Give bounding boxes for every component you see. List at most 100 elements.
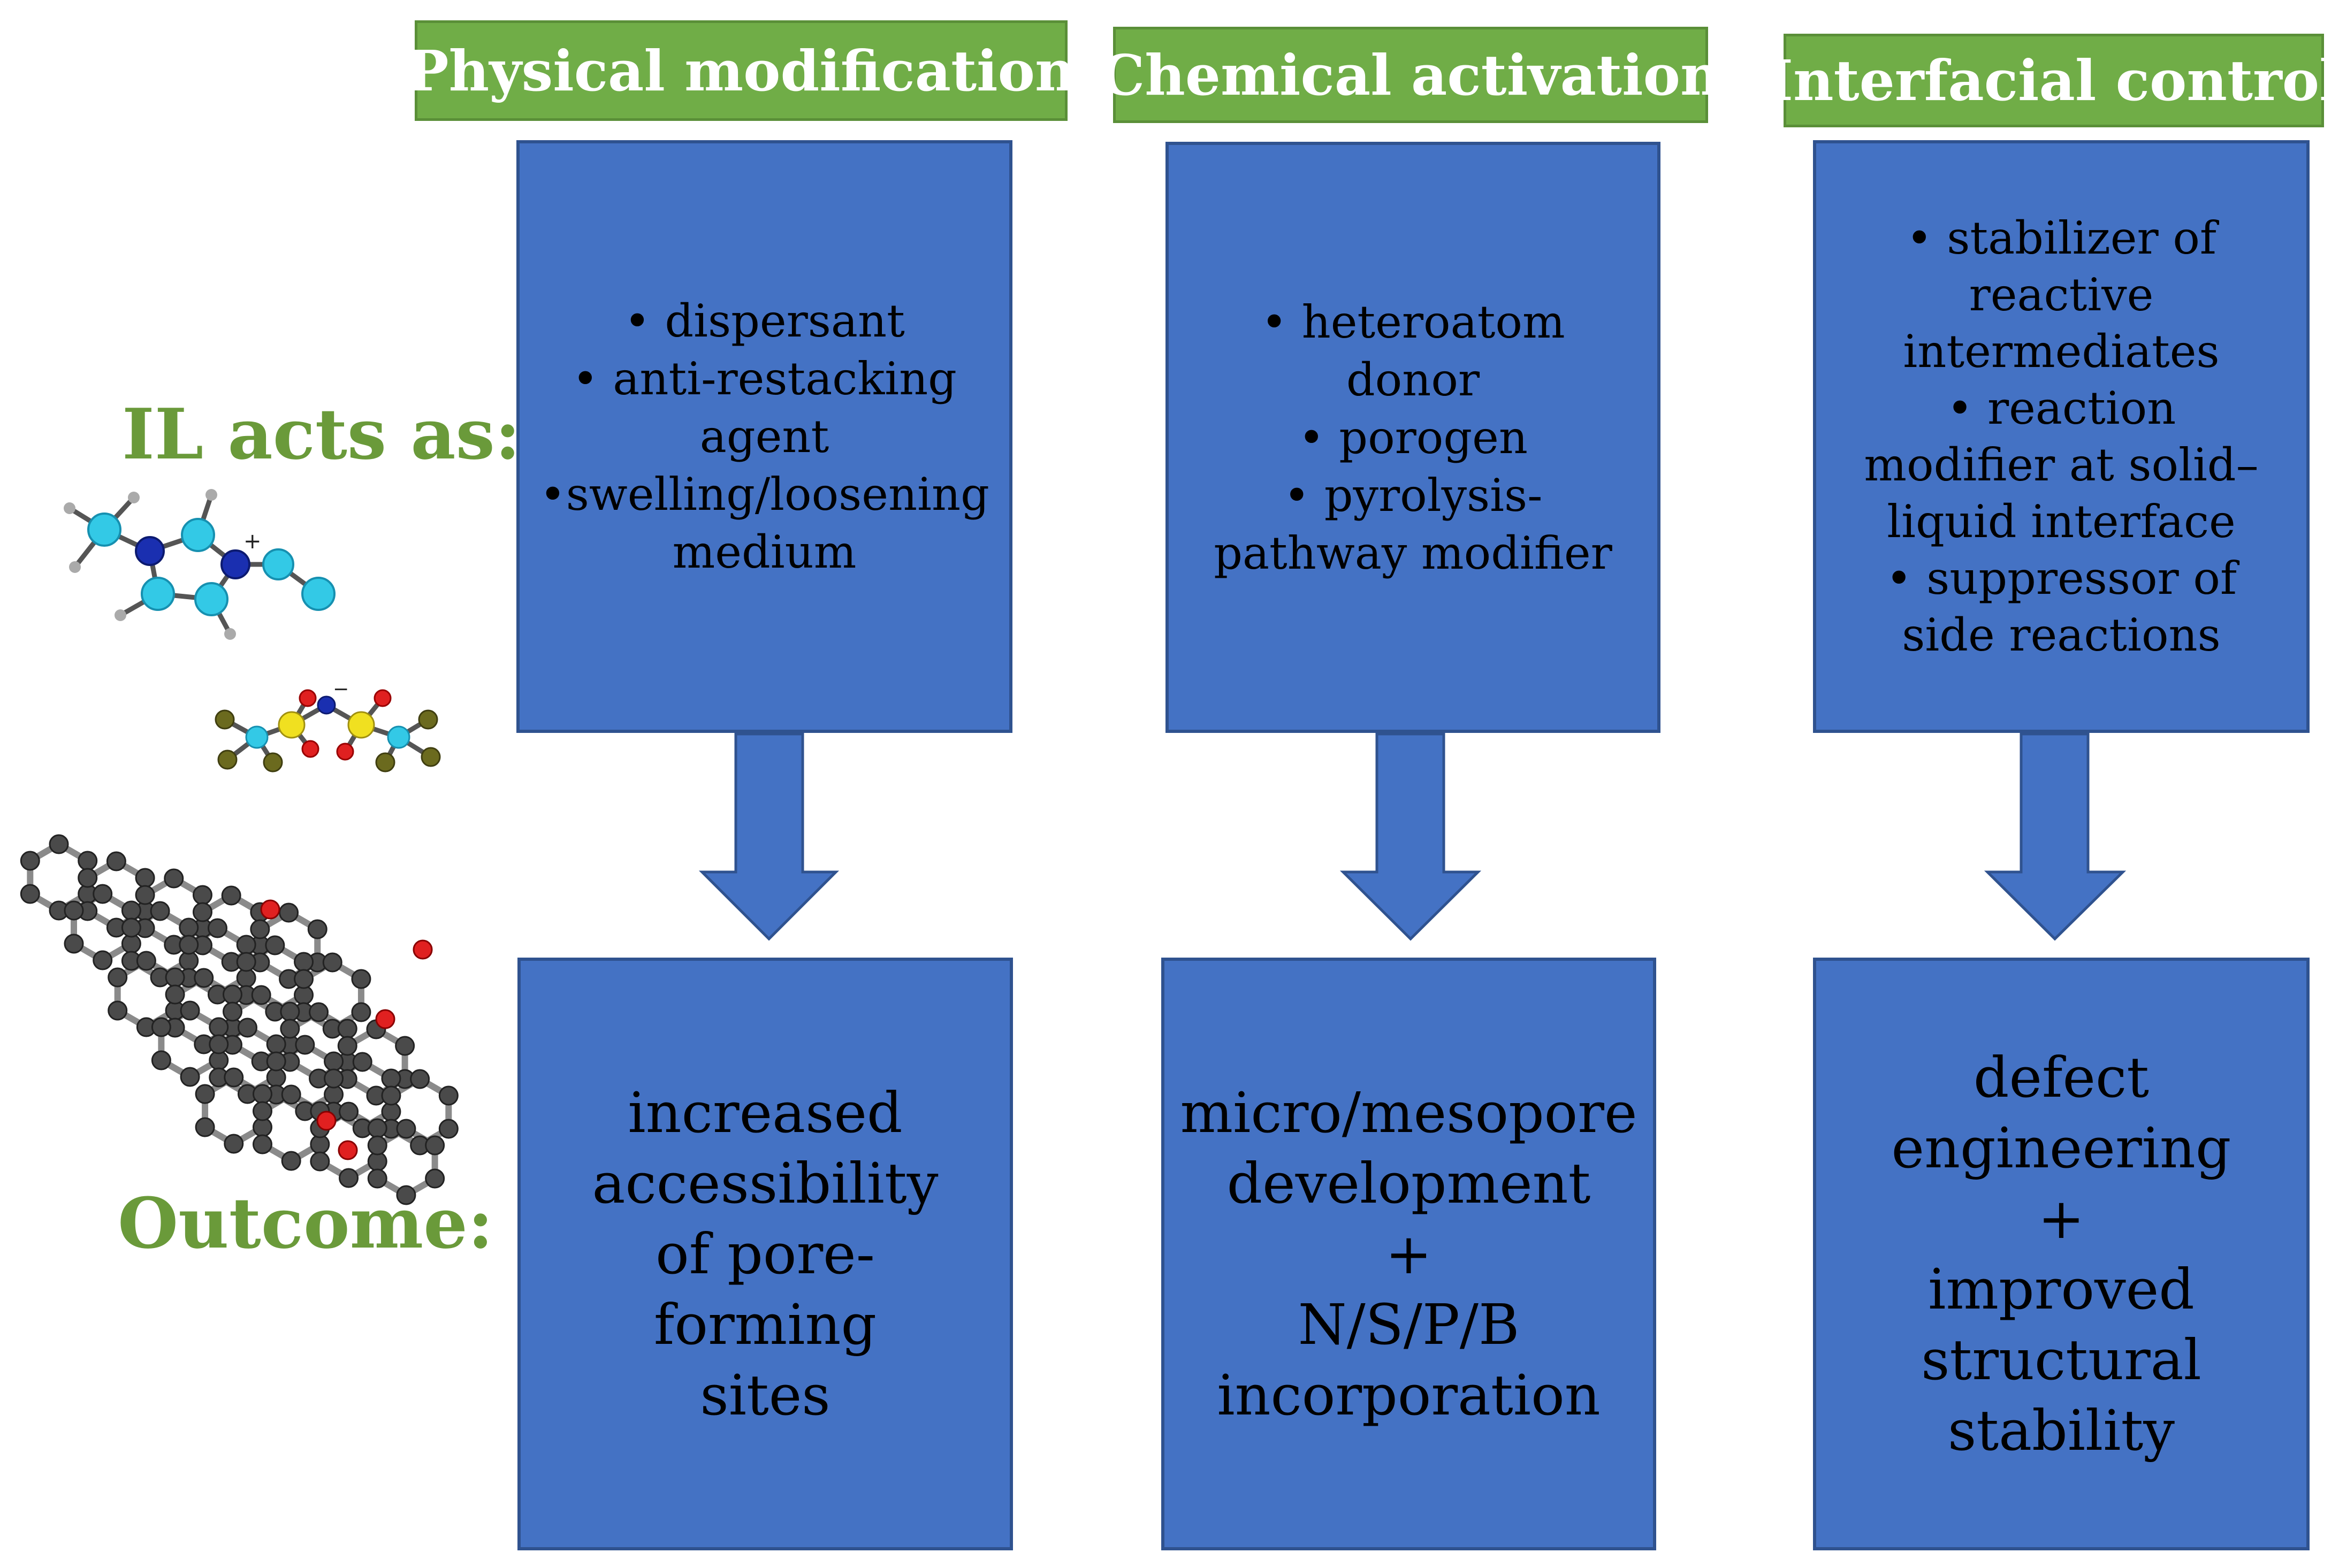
- svg-text:−: −: [333, 678, 349, 700]
- carbon-atom: [93, 950, 113, 970]
- roles-box-physical: • dispersant • anti-restacking agent •sw…: [516, 140, 1012, 733]
- carbon-atom: [236, 952, 256, 972]
- carbon-atom: [222, 1001, 242, 1022]
- carbon-atom: [209, 1017, 229, 1037]
- role-line: • stabilizer of: [1906, 212, 2217, 264]
- carbon-atom: [209, 1034, 229, 1054]
- outcome-box-chemical: micro/mesopore development + N/S/P/B inc…: [1161, 958, 1656, 1550]
- carbon-atom: [179, 917, 199, 938]
- role-line: • reaction: [1946, 382, 2176, 434]
- roles-box-interfacial: • stabilizer of reactive intermediates •…: [1813, 140, 2310, 733]
- carbon-atom: [280, 1019, 300, 1039]
- carbon-atom: [251, 985, 271, 1005]
- oxygen-atom: [375, 1009, 395, 1029]
- carbon-atom: [352, 1052, 372, 1072]
- role-line: agent: [699, 410, 829, 463]
- role-line: side reactions: [1902, 609, 2221, 661]
- carbon-atom: [195, 1117, 215, 1137]
- carbon-atom: [381, 1085, 401, 1106]
- carbon-atom: [337, 1019, 357, 1039]
- carbon-atom: [237, 1018, 257, 1038]
- outcome-line: +: [2038, 1186, 2085, 1251]
- carbon-atom: [281, 1084, 301, 1105]
- role-line: • porogen: [1298, 411, 1528, 464]
- header-physical-modification: Physical modification: [407, 20, 1076, 121]
- carbon-atom: [410, 1069, 430, 1089]
- outcome-line: development: [1226, 1151, 1591, 1216]
- carbon-atom: [180, 1067, 200, 1087]
- outcome-line: engineering: [1891, 1115, 2231, 1181]
- carbon-atom: [221, 885, 241, 906]
- carbon-atom: [64, 934, 84, 954]
- carbon-atom: [351, 969, 371, 989]
- role-line: • anti-restacking: [572, 353, 957, 405]
- carbon-atom: [322, 952, 342, 973]
- role-line: • dispersant: [624, 295, 905, 347]
- carbon-atom: [252, 1101, 272, 1121]
- outcome-line: sites: [700, 1363, 831, 1428]
- role-line: modifier at solid–: [1864, 439, 2259, 491]
- carbon-atom: [108, 967, 128, 988]
- role-line: intermediates: [1903, 325, 2220, 378]
- svg-text:+: +: [243, 529, 262, 554]
- outcome-line: defect: [1973, 1045, 2150, 1110]
- carbon-atom: [309, 1002, 329, 1022]
- carbon-atom: [281, 1151, 301, 1171]
- carbon-atom: [78, 868, 98, 888]
- carbon-atom: [337, 1036, 357, 1056]
- carbon-atom: [381, 1068, 401, 1089]
- carbon-atom: [295, 1035, 315, 1055]
- carbon-atom: [252, 1084, 272, 1104]
- carbon-atom: [324, 1068, 344, 1089]
- carbon-atom: [252, 1134, 272, 1154]
- carbon-atom: [165, 967, 185, 988]
- role-line: • suppressor of: [1885, 552, 2237, 605]
- role-line: pathway modifier: [1214, 526, 1612, 579]
- outcome-line: forming: [653, 1292, 877, 1357]
- carbon-atom: [367, 1135, 387, 1156]
- outcome-line: improved: [1928, 1257, 2195, 1322]
- carbon-atom: [425, 1168, 445, 1189]
- carbon-atom: [64, 900, 84, 921]
- roles-box-chemical: • heteroatom donor • porogen • pyrolysis…: [1165, 142, 1660, 733]
- anion-molecule-icon: −: [215, 678, 441, 772]
- carbon-atom: [180, 1000, 200, 1021]
- carbon-atom: [121, 917, 141, 938]
- arrow-chemical: [1339, 732, 1482, 941]
- carbon-atom: [108, 1000, 128, 1021]
- carbon-atom: [20, 884, 40, 904]
- carbon-atom: [224, 1134, 244, 1154]
- outcome-line: +: [1385, 1221, 1433, 1287]
- carbon-atom: [207, 918, 227, 938]
- outcome-box-physical: increased accessibility of pore- forming…: [517, 958, 1013, 1550]
- outcome-line: stability: [1947, 1398, 2175, 1463]
- cation-molecule-icon: +: [64, 489, 336, 640]
- carbon-atom: [179, 935, 199, 955]
- role-line: •swelling/loosening: [539, 468, 989, 521]
- carbon-atom: [438, 1119, 459, 1139]
- carbon-atom: [294, 952, 314, 972]
- carbon-atom: [250, 919, 270, 939]
- outcome-line: micro/mesopore: [1180, 1080, 1637, 1145]
- carbon-atom: [307, 919, 327, 939]
- carbon-atom: [222, 984, 242, 1005]
- arrow-interfacial: [1984, 732, 2127, 941]
- oxygen-atom: [260, 899, 280, 920]
- carbon-atom: [339, 1102, 359, 1122]
- carbon-atom: [396, 1119, 416, 1139]
- carbon-atom: [280, 1001, 300, 1022]
- carbon-atom: [78, 851, 98, 871]
- carbon-atom: [367, 1168, 387, 1189]
- carbon-atom: [236, 935, 256, 955]
- carbon-atom: [151, 1050, 171, 1070]
- carbon-atom: [20, 851, 40, 871]
- carbon-atom: [150, 901, 170, 921]
- carbon-atom: [49, 834, 69, 854]
- header-interfacial-control: Interfacial control: [1767, 34, 2339, 127]
- carbon-atom: [266, 1034, 286, 1054]
- outcome-side-label: Outcome:: [118, 1182, 493, 1264]
- role-line: • pyrolysis-: [1283, 469, 1543, 522]
- outcome-line: of pore-: [656, 1221, 875, 1287]
- role-line: • heteroatom: [1261, 295, 1565, 348]
